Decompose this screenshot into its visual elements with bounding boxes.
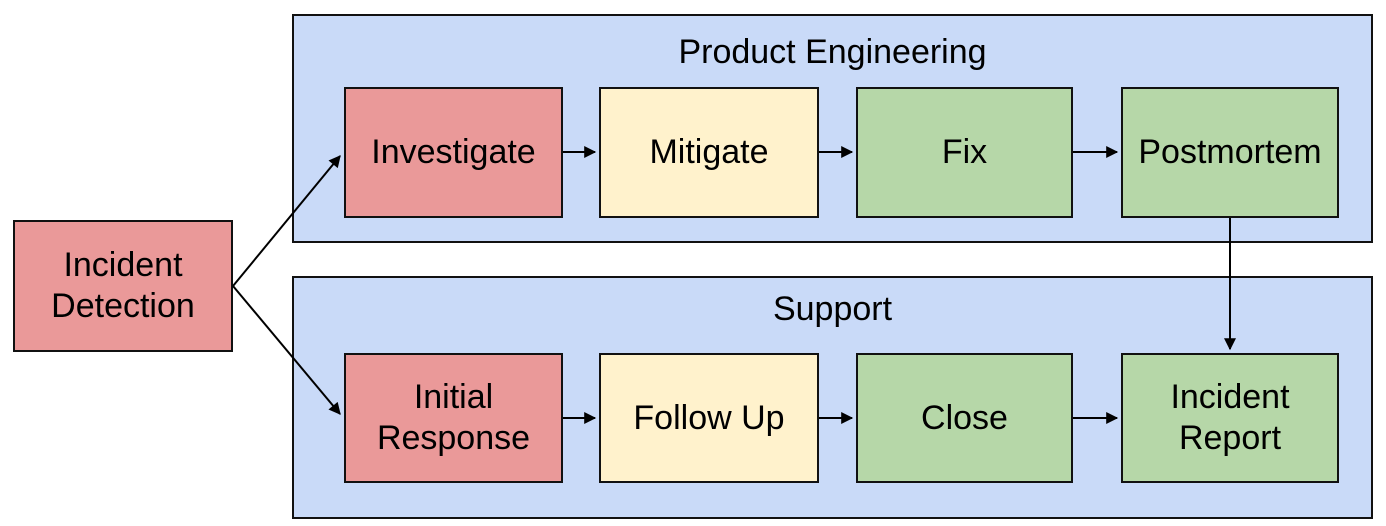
node-incident-detection: Incident Detection bbox=[13, 220, 233, 352]
node-follow-up: Follow Up bbox=[599, 353, 819, 483]
node-close: Close bbox=[856, 353, 1073, 483]
lane-title-support: Support bbox=[772, 290, 893, 328]
node-postmortem: Postmortem bbox=[1121, 87, 1339, 218]
node-initial-response: Initial Response bbox=[344, 353, 563, 483]
node-investigate: Investigate bbox=[344, 87, 563, 218]
node-mitigate: Mitigate bbox=[599, 87, 819, 218]
node-incident-report: Incident Report bbox=[1121, 353, 1339, 483]
node-fix: Fix bbox=[856, 87, 1073, 218]
lane-title-product-engineering: Product Engineering bbox=[678, 33, 987, 71]
